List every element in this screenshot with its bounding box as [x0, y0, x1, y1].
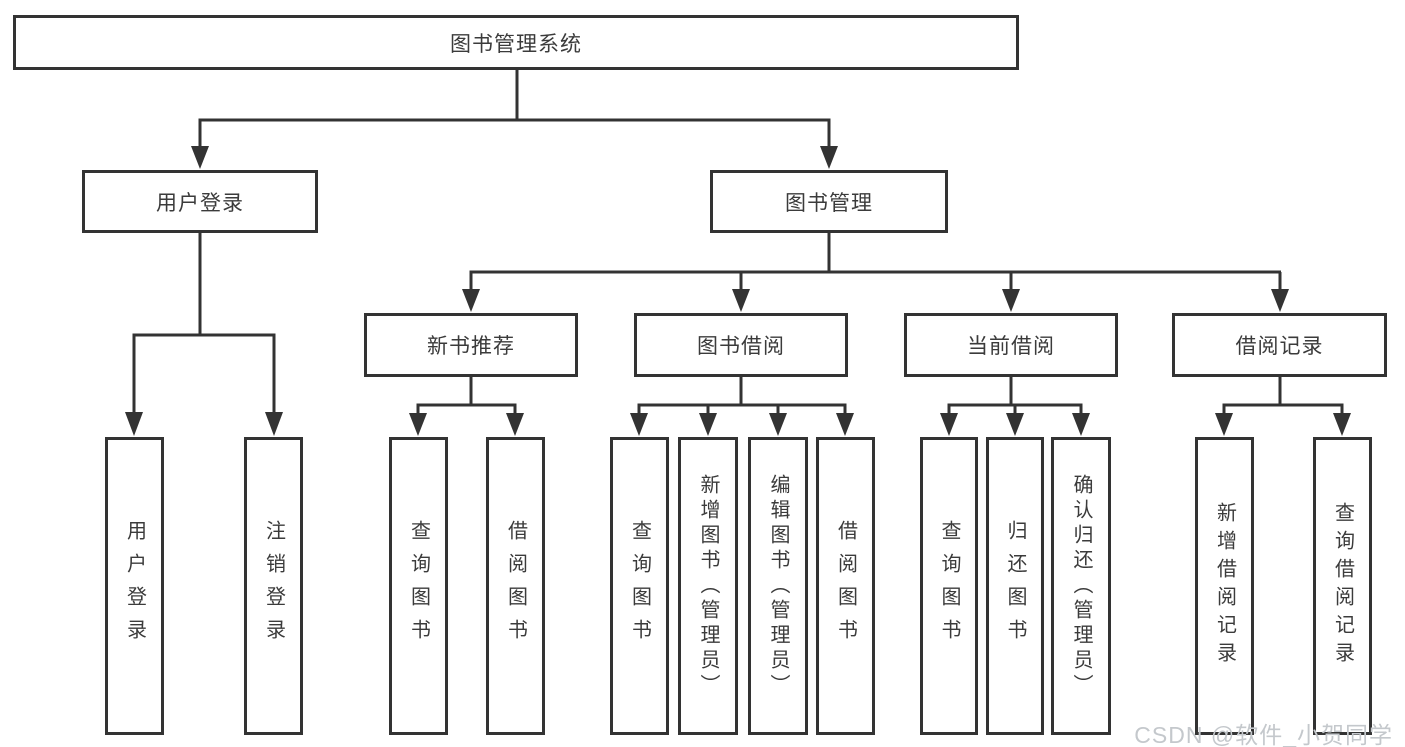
node-current-borrow-label: 当前借阅	[967, 335, 1055, 358]
node-borrow-records: 借阅记录	[1172, 313, 1387, 377]
leaf-edit-book-admin: 编辑图书（管理员）	[748, 437, 808, 735]
leaf-query-books-current: 查询图书	[920, 437, 978, 735]
leaf-edit-book-admin-label: 编辑图书（管理员）	[767, 473, 789, 699]
node-user-login: 用户登录	[82, 170, 318, 233]
node-book-borrow: 图书借阅	[634, 313, 848, 377]
leaf-confirm-return-admin: 确认归还（管理员）	[1051, 437, 1111, 735]
leaf-return-books: 归还图书	[986, 437, 1044, 735]
leaf-query-books-borrow: 查询图书	[610, 437, 669, 735]
leaf-logout-label: 注销登录	[262, 520, 285, 652]
leaf-add-book-admin: 新增图书（管理员）	[678, 437, 738, 735]
leaf-query-books-borrow-label: 查询图书	[628, 520, 651, 652]
node-user-login-label: 用户登录	[156, 191, 244, 215]
leaf-user-login-label: 用户登录	[123, 520, 146, 652]
watermark: CSDN @软件_小贺同学	[1134, 722, 1393, 747]
leaf-add-book-admin-label: 新增图书（管理员）	[697, 473, 719, 699]
leaf-logout: 注销登录	[244, 437, 303, 735]
leaf-user-login: 用户登录	[105, 437, 164, 735]
node-root: 图书管理系统	[13, 15, 1019, 70]
node-new-book-recommend: 新书推荐	[364, 313, 578, 377]
node-borrow-records-label: 借阅记录	[1235, 335, 1324, 358]
leaf-add-borrow-record-label: 新增借阅记录	[1213, 502, 1236, 670]
leaf-borrow-books-recommend-label: 借阅图书	[504, 520, 527, 652]
leaf-query-books-current-label: 查询图书	[938, 520, 960, 652]
leaf-borrow-books-recommend: 借阅图书	[486, 437, 545, 735]
node-new-book-recommend-label: 新书推荐	[427, 335, 515, 358]
node-book-management-label: 图书管理	[785, 191, 873, 215]
leaf-query-books-recommend-label: 查询图书	[407, 520, 430, 652]
leaf-borrow-books: 借阅图书	[816, 437, 875, 735]
leaf-confirm-return-admin-label: 确认归还（管理员）	[1070, 473, 1092, 699]
node-book-management: 图书管理	[710, 170, 948, 233]
node-current-borrow: 当前借阅	[904, 313, 1118, 377]
connectors	[125, 70, 1351, 436]
leaf-return-books-label: 归还图书	[1004, 520, 1026, 652]
leaf-add-borrow-record: 新增借阅记录	[1195, 437, 1254, 735]
leaf-query-borrow-record: 查询借阅记录	[1313, 437, 1372, 735]
node-book-borrow-label: 图书借阅	[697, 335, 785, 358]
leaf-borrow-books-label: 借阅图书	[834, 520, 857, 652]
leaf-query-borrow-record-label: 查询借阅记录	[1331, 502, 1354, 670]
leaf-query-books-recommend: 查询图书	[389, 437, 448, 735]
node-root-label: 图书管理系统	[450, 32, 582, 56]
